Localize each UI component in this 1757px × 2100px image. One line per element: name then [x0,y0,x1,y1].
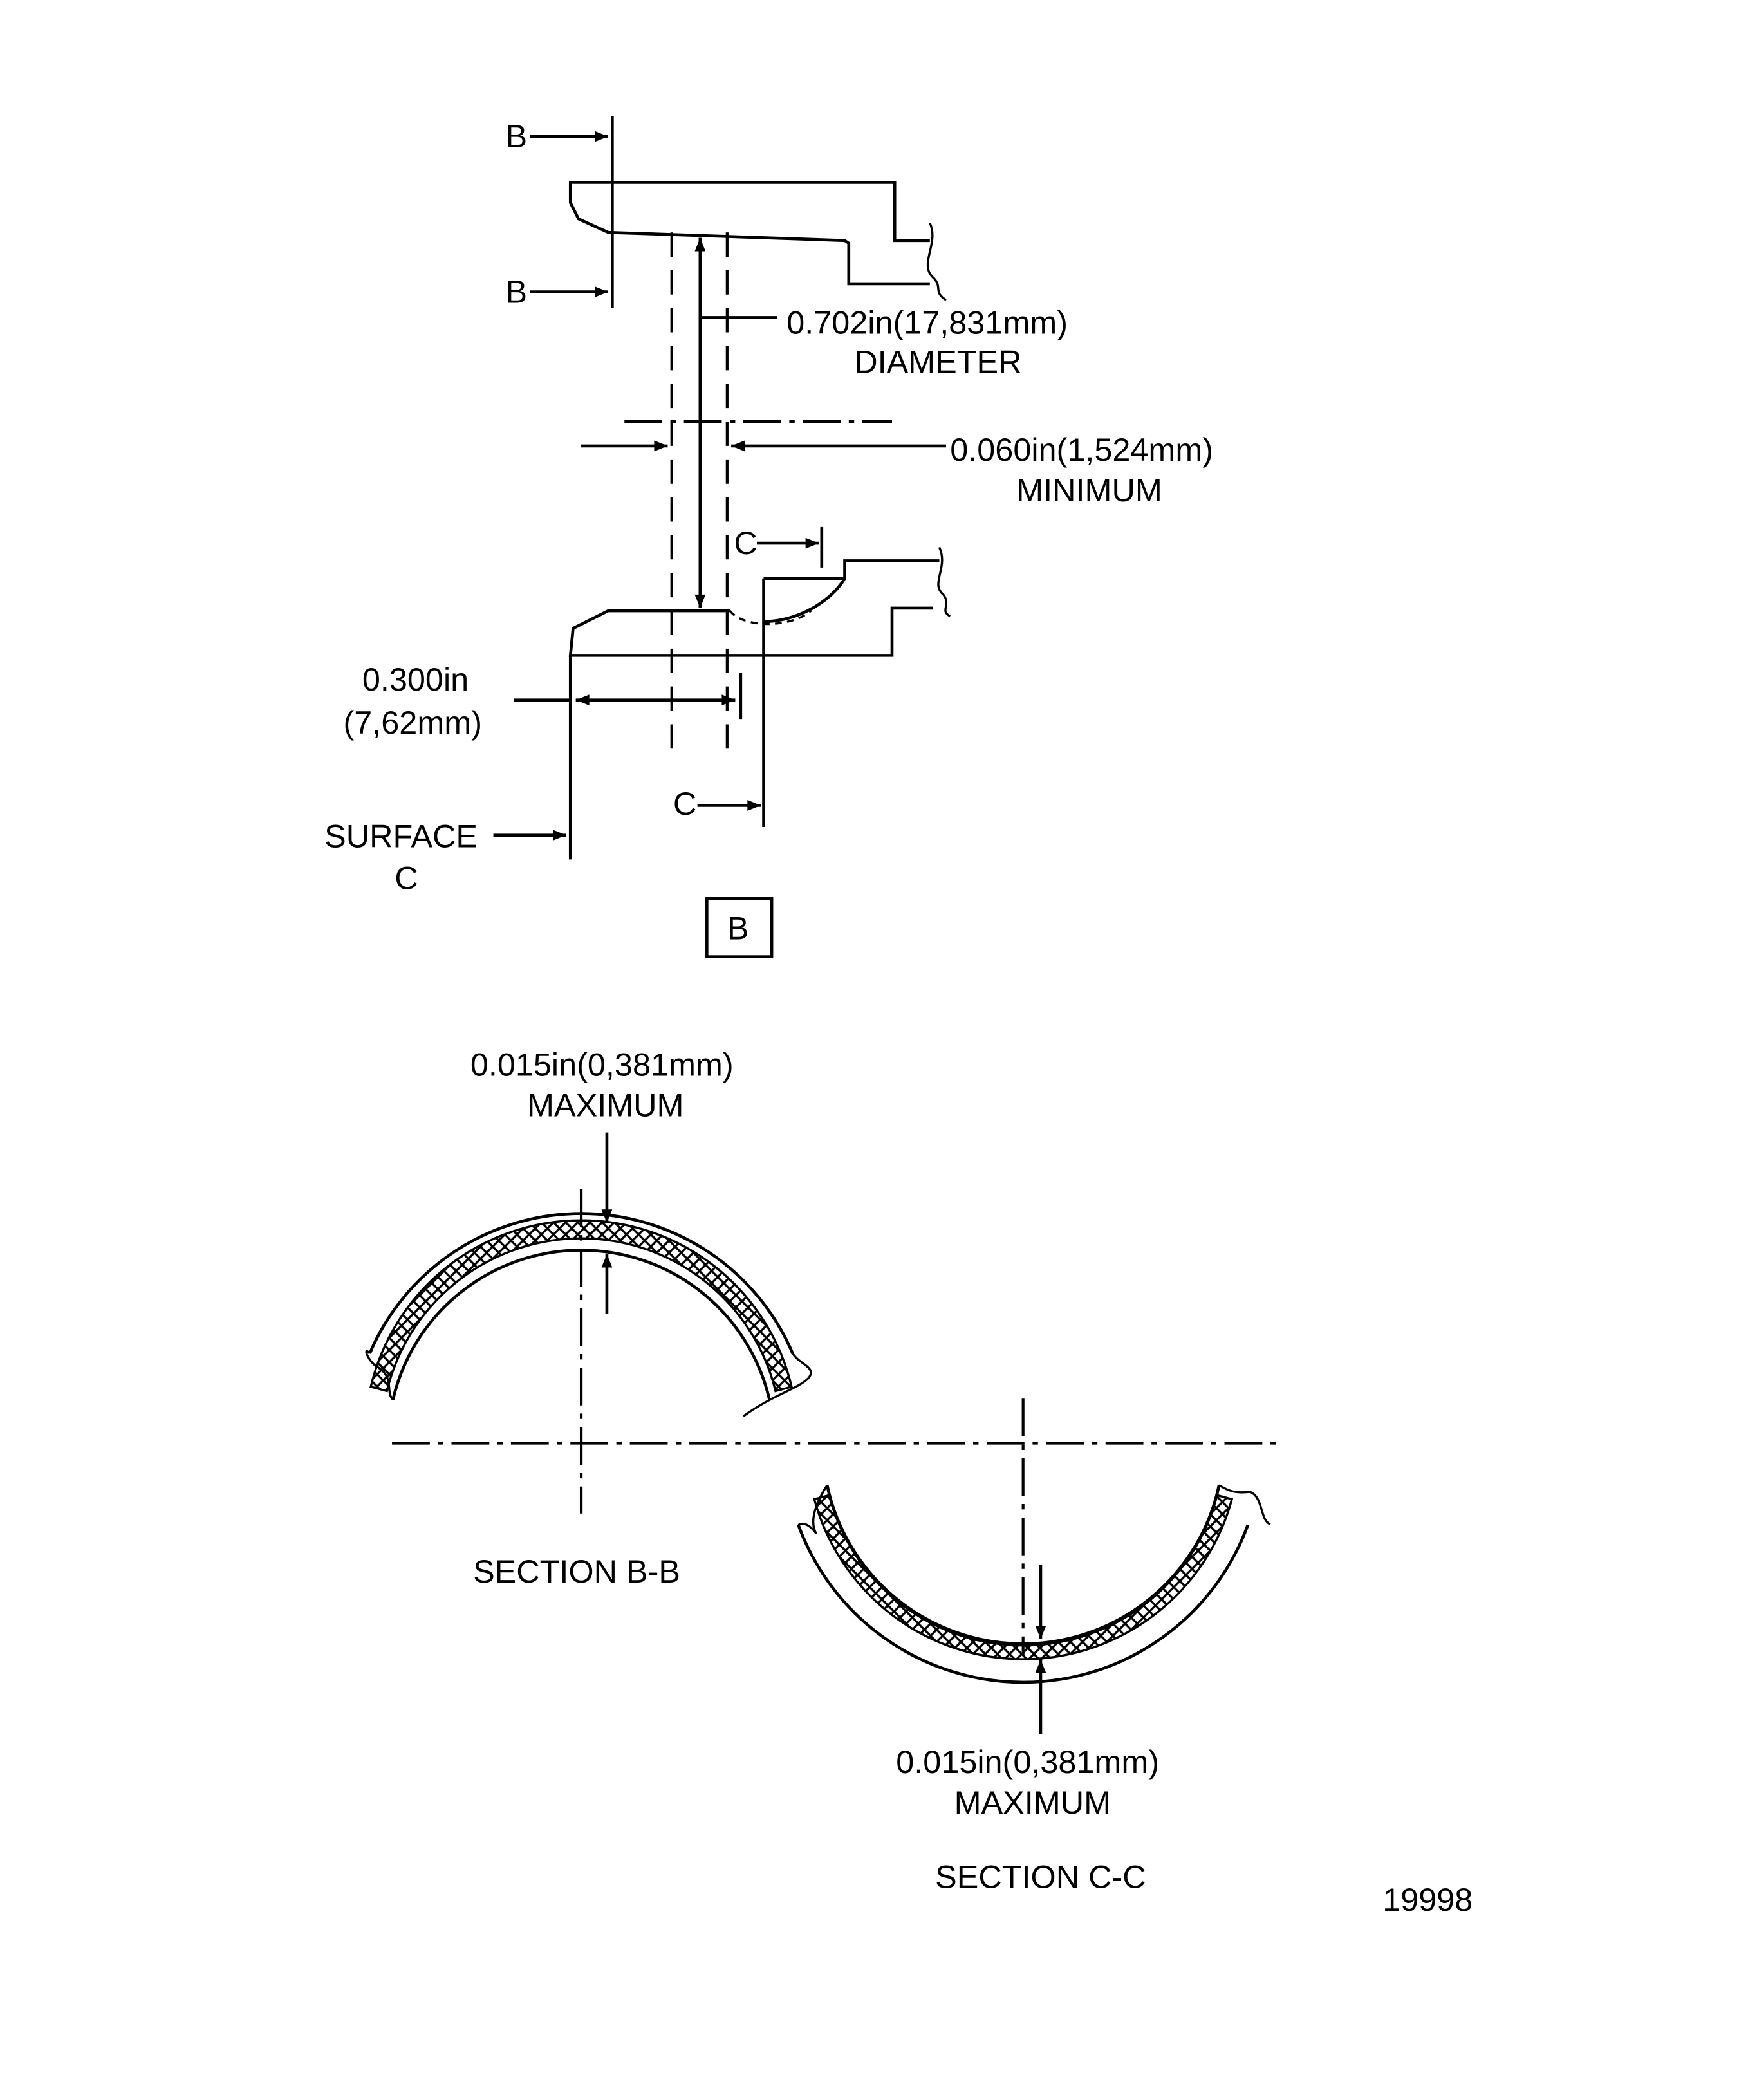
section-cc-break-left [797,1484,828,1535]
surface-letter: C [395,860,418,897]
diameter-label: DIAMETER [854,344,1021,380]
upper-part-bore [608,230,930,286]
diameter-value: 0.702in(17,831mm) [786,304,1068,341]
section-cc-outer-arc [797,1524,1250,1684]
surface-label: SURFACE [324,818,478,855]
figure-number: 19998 [1382,1881,1473,1918]
lower-part-step [763,559,940,580]
section-marker-c-lower: C [673,785,696,822]
upper-break-line [926,222,947,301]
section-marker-c-upper: C [734,525,757,561]
section-bb-max-value: 0.015in(0,381mm) [470,1046,734,1083]
section-bb-title: SECTION B-B [473,1553,680,1590]
section-cc-max-value: 0.015in(0,381mm) [896,1743,1159,1780]
lower-part-fillet [763,577,846,624]
section-bb-coating-band [369,1219,793,1393]
section-bb-break-right [743,1353,812,1417]
minimum-label: MINIMUM [1016,472,1162,508]
section-bb-max-label: MAXIMUM [527,1086,683,1123]
section-bb-view: 0.015in(0,381mm) MAXIMUM SECTION B-B [365,1046,812,1590]
depth-value-mm: (7,62mm) [344,704,483,741]
section-cc-title: SECTION C-C [935,1858,1146,1895]
section-cc-view: 0.015in(0,381mm) MAXIMUM SECTION C-C [797,1398,1271,1895]
section-cc-coating-band [813,1493,1234,1660]
minimum-value: 0.060in(1,524mm) [950,431,1213,468]
section-marker-b-lower: B [505,273,527,310]
hidden-counterbore [729,609,812,626]
section-cc-max-label: MAXIMUM [954,1784,1111,1821]
upper-part-outline [568,181,930,243]
detail-b-view: B B 0.702in(17,831mm) DIAMETER 0.060in(1… [324,116,1213,958]
section-marker-b-upper: B [505,118,527,154]
depth-value-in: 0.300in [362,661,469,698]
lower-part-outline [568,606,933,657]
detail-label: B [727,909,749,946]
detail-label-box [705,897,774,958]
section-cc-break-right [1218,1484,1271,1526]
section-bb-break-left [365,1350,394,1401]
lower-break-line [937,546,951,617]
